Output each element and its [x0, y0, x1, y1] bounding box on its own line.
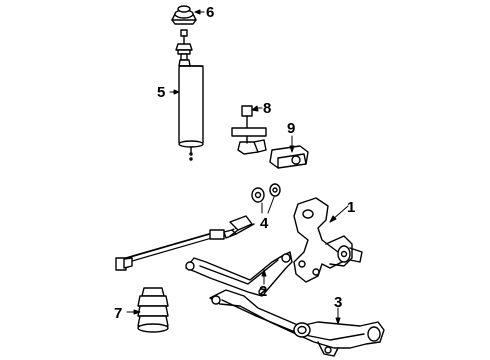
callout-1: 1 [347, 199, 355, 216]
callout-5: 5 [157, 84, 165, 101]
bracket-part[interactable] [269, 145, 309, 169]
callout-labels: 6 5 8 9 4 1 2 3 7 [114, 4, 355, 322]
leader-lines [126, 9, 349, 325]
bushings-part[interactable] [251, 183, 281, 203]
callout-6: 6 [206, 4, 214, 21]
jounce-bumper-part[interactable] [137, 287, 169, 333]
callout-9: 9 [287, 120, 295, 137]
stabilizer-link-part[interactable] [231, 105, 267, 155]
knuckle-part[interactable] [293, 197, 363, 283]
callout-2: 2 [259, 283, 267, 300]
upper-mount-part[interactable] [171, 5, 197, 25]
shock-absorber-part[interactable] [175, 29, 204, 161]
callout-7: 7 [114, 305, 122, 322]
callout-8: 8 [263, 100, 271, 117]
upper-control-arm-part[interactable] [185, 215, 293, 297]
callout-3: 3 [334, 294, 342, 311]
lower-control-arm-part[interactable] [209, 289, 385, 357]
tie-rod-part[interactable] [115, 221, 255, 271]
callout-4: 4 [260, 215, 269, 232]
